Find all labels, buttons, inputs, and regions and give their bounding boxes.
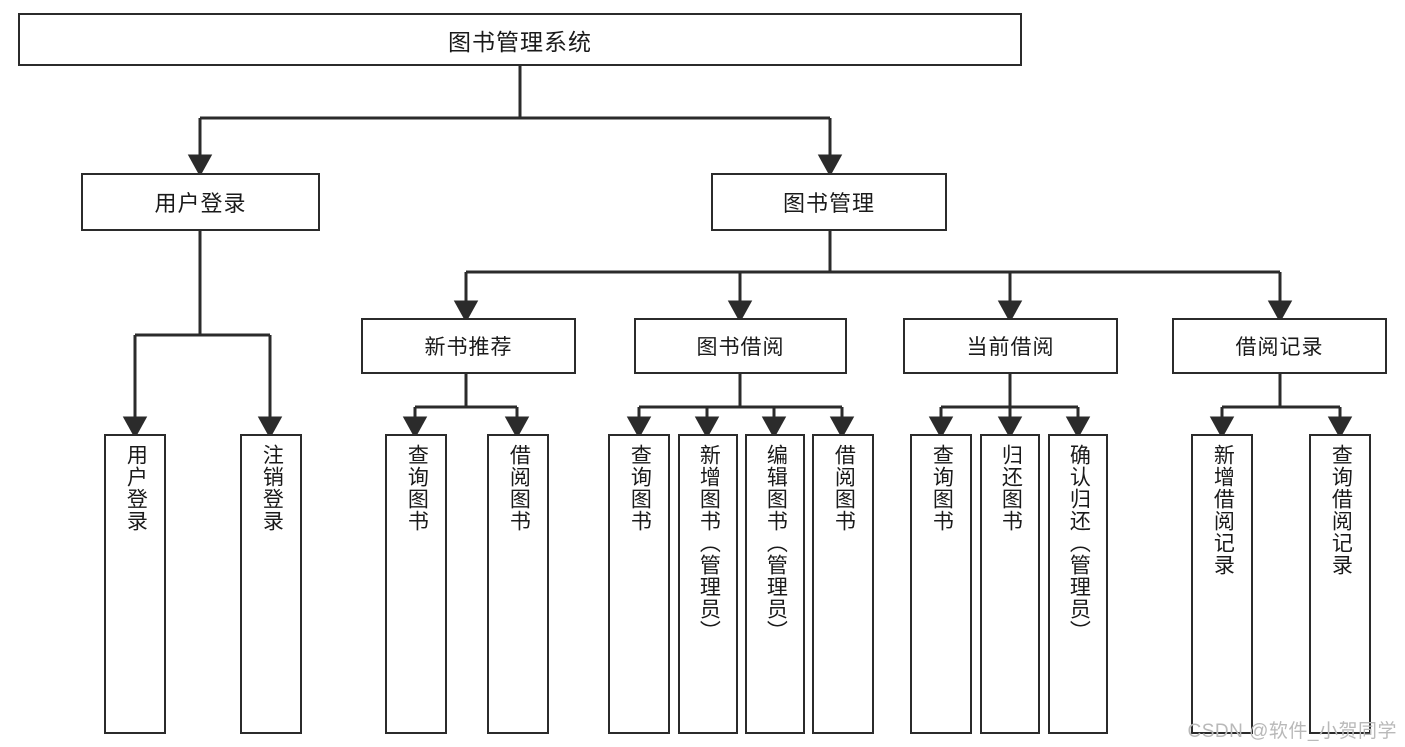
node-current-borrow[interactable]: 当前借阅 — [903, 318, 1118, 374]
leaf-add-book[interactable]: 新增图书（管理员） — [678, 434, 738, 734]
leaf-borrow-book-1-label: 借阅图书 — [507, 444, 531, 532]
node-book-manage[interactable]: 图书管理 — [711, 173, 947, 231]
leaf-query-record-label: 查询借阅记录 — [1329, 444, 1353, 576]
leaf-query-book-3[interactable]: 查询图书 — [910, 434, 972, 734]
leaf-logout[interactable]: 注销登录 — [240, 434, 302, 734]
leaf-add-record[interactable]: 新增借阅记录 — [1191, 434, 1253, 734]
leaf-query-book-3-label: 查询图书 — [930, 444, 954, 532]
leaf-confirm-return-label: 确认归还（管理员） — [1067, 444, 1091, 642]
leaf-query-record[interactable]: 查询借阅记录 — [1309, 434, 1371, 734]
node-user-login[interactable]: 用户登录 — [81, 173, 320, 231]
leaf-add-record-label: 新增借阅记录 — [1211, 444, 1235, 576]
leaf-add-book-label: 新增图书（管理员） — [697, 444, 721, 642]
node-user-login-label: 用户登录 — [154, 191, 247, 216]
leaf-query-book-2-label: 查询图书 — [628, 444, 652, 532]
leaf-logout-label: 注销登录 — [260, 444, 284, 532]
leaf-return-book-label: 归还图书 — [999, 444, 1023, 532]
node-borrow-record[interactable]: 借阅记录 — [1172, 318, 1387, 374]
leaf-user-login-label: 用户登录 — [124, 444, 148, 532]
node-new-book-rec[interactable]: 新书推荐 — [361, 318, 576, 374]
node-current-borrow-label: 当前借阅 — [966, 336, 1055, 359]
leaf-confirm-return[interactable]: 确认归还（管理员） — [1048, 434, 1108, 734]
leaf-edit-book-label: 编辑图书（管理员） — [764, 444, 788, 642]
node-root[interactable]: 图书管理系统 — [18, 13, 1022, 66]
node-book-borrow[interactable]: 图书借阅 — [634, 318, 847, 374]
leaf-borrow-book-1[interactable]: 借阅图书 — [487, 434, 549, 734]
leaf-user-login[interactable]: 用户登录 — [104, 434, 166, 734]
node-book-borrow-label: 图书借阅 — [696, 336, 785, 359]
node-root-label: 图书管理系统 — [448, 28, 592, 55]
leaf-borrow-book-2-label: 借阅图书 — [832, 444, 856, 532]
leaf-return-book[interactable]: 归还图书 — [980, 434, 1040, 734]
leaf-query-book-1-label: 查询图书 — [405, 444, 429, 532]
leaf-edit-book[interactable]: 编辑图书（管理员） — [745, 434, 805, 734]
node-new-book-rec-label: 新书推荐 — [424, 336, 513, 359]
leaf-borrow-book-2[interactable]: 借阅图书 — [812, 434, 874, 734]
node-borrow-record-label: 借阅记录 — [1235, 336, 1324, 359]
node-book-manage-label: 图书管理 — [782, 191, 875, 216]
leaf-query-book-1[interactable]: 查询图书 — [385, 434, 447, 734]
leaf-query-book-2[interactable]: 查询图书 — [608, 434, 670, 734]
